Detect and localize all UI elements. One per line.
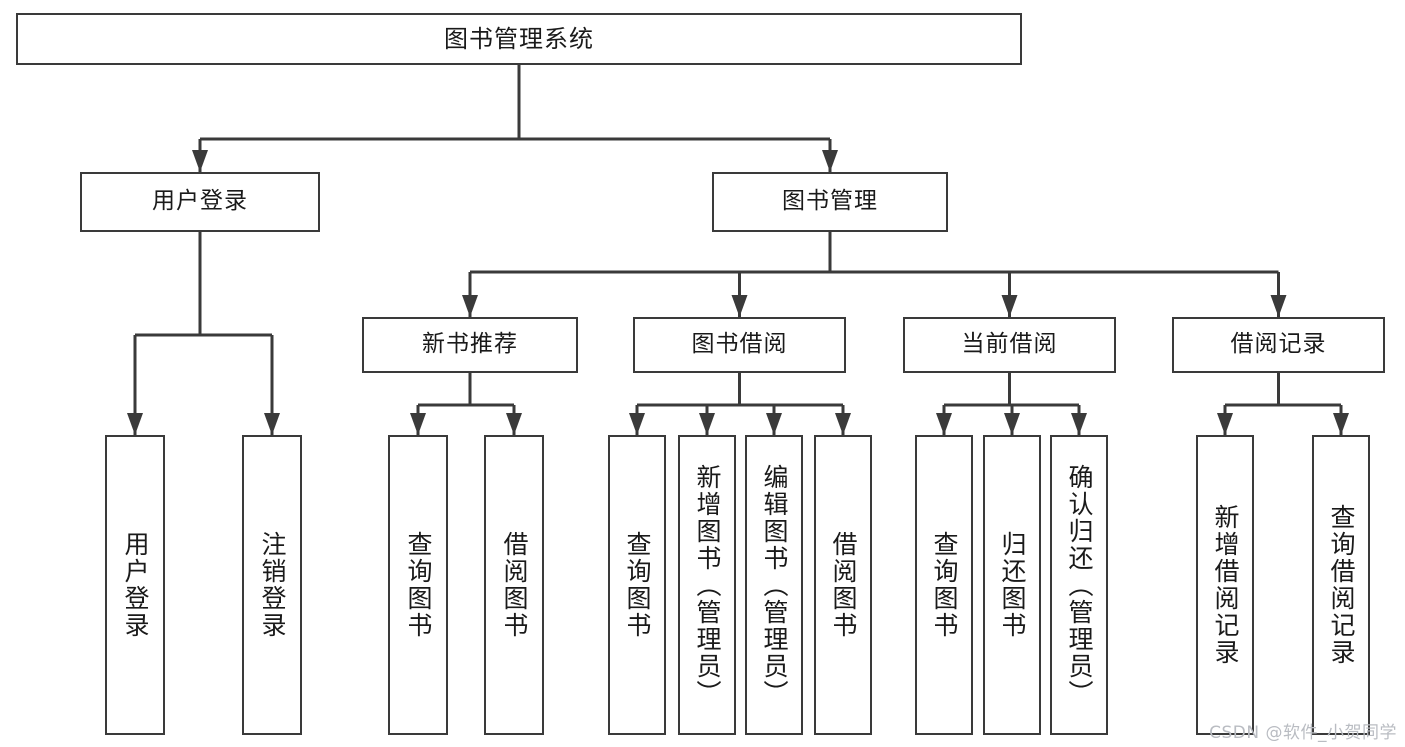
node-label: 用户登录 [121, 531, 150, 639]
node-label: 图书借阅 [691, 331, 788, 358]
node-leaf-add-borrow-record[interactable]: 新增借阅记录 [1196, 435, 1254, 735]
node-root-book-management-system[interactable]: 图书管理系统 [16, 13, 1022, 65]
node-leaf-borrow-book-2[interactable]: 借阅图书 [814, 435, 872, 735]
node-label: 借阅记录 [1230, 331, 1327, 358]
node-label: 编辑图书（管理员） [760, 463, 789, 707]
node-leaf-edit-book-admin[interactable]: 编辑图书（管理员） [745, 435, 803, 735]
node-leaf-add-book-admin[interactable]: 新增图书（管理员） [678, 435, 736, 735]
node-user-login[interactable]: 用户登录 [80, 172, 320, 232]
node-book-management[interactable]: 图书管理 [712, 172, 948, 232]
node-label: 归还图书 [998, 531, 1027, 639]
node-leaf-borrow-book-1[interactable]: 借阅图书 [484, 435, 544, 735]
node-leaf-query-borrow-record[interactable]: 查询借阅记录 [1312, 435, 1370, 735]
node-new-book-recommendation[interactable]: 新书推荐 [362, 317, 578, 373]
node-label: 图书管理 [782, 188, 878, 215]
watermark-text: CSDN @软件_小贺同学 [1209, 723, 1397, 743]
node-label: 用户登录 [152, 188, 248, 215]
node-label: 注销登录 [258, 531, 287, 639]
node-label: 查询借阅记录 [1327, 504, 1356, 666]
node-label: 查询图书 [404, 531, 433, 639]
node-leaf-query-book-3[interactable]: 查询图书 [915, 435, 973, 735]
node-leaf-user-login[interactable]: 用户登录 [105, 435, 165, 735]
node-leaf-return-book[interactable]: 归还图书 [983, 435, 1041, 735]
node-label: 查询图书 [930, 531, 959, 639]
node-label: 图书管理系统 [444, 24, 594, 53]
node-label: 确认归还（管理员） [1065, 463, 1094, 707]
node-borrowing-record[interactable]: 借阅记录 [1172, 317, 1385, 373]
node-current-borrowing[interactable]: 当前借阅 [903, 317, 1116, 373]
node-label: 新书推荐 [422, 331, 518, 358]
node-label: 借阅图书 [829, 531, 858, 639]
node-label: 当前借阅 [961, 331, 1058, 358]
node-label: 查询图书 [623, 531, 652, 639]
node-leaf-query-book-1[interactable]: 查询图书 [388, 435, 448, 735]
node-leaf-query-book-2[interactable]: 查询图书 [608, 435, 666, 735]
node-label: 新增图书（管理员） [693, 463, 722, 707]
node-label: 新增借阅记录 [1211, 504, 1240, 666]
node-book-borrowing[interactable]: 图书借阅 [633, 317, 846, 373]
node-leaf-confirm-return-admin[interactable]: 确认归还（管理员） [1050, 435, 1108, 735]
node-leaf-logout[interactable]: 注销登录 [242, 435, 302, 735]
node-label: 借阅图书 [500, 531, 529, 639]
